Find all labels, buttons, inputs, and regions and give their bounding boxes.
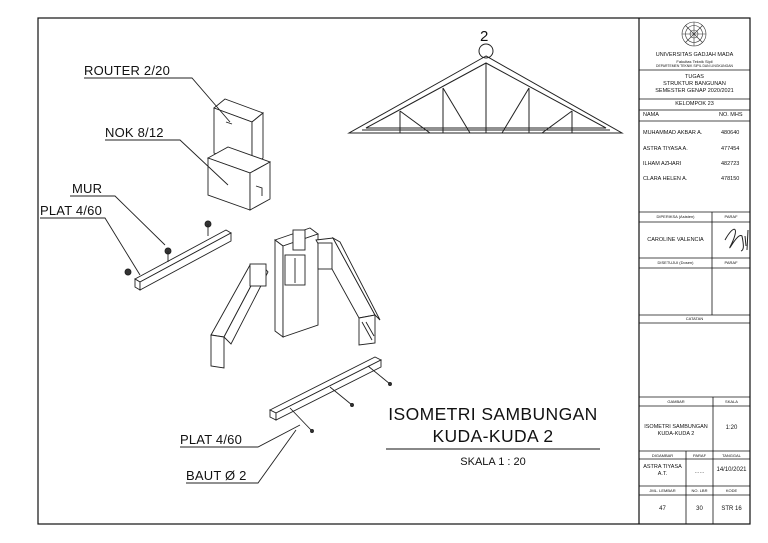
paraf-dots: …… (694, 469, 705, 475)
label-plat-bottom: PLAT 4/60 (180, 432, 243, 447)
checker-name: CAROLINE VALENCIA (647, 237, 704, 243)
drawing-name-line2: KUDA-KUDA 2 (657, 431, 695, 437)
department-name: DEPARTEMEN TEKNIK SIPIL DAN LINGKUNGAN (656, 64, 733, 68)
title-block-grid (639, 69, 750, 524)
group-label: KELOMPOK 23 (675, 101, 714, 107)
notes-label: CATATAN (685, 316, 704, 321)
approved-by-label: DISETUJUI (Dosen) (657, 260, 694, 265)
paraf-label: PARAF (692, 453, 707, 458)
code-value: STR 16 (721, 506, 742, 512)
task-line2: STRUKTUR BANGUNAN (663, 81, 726, 87)
detail-number: 2 (480, 28, 489, 45)
drawing-title-line1: ISOMETRI SAMBUNGAN (388, 404, 598, 424)
date-label: TANGGAL (722, 453, 741, 458)
sheets-label: JML. LEMBAR (649, 488, 676, 493)
left-strut (210, 263, 269, 369)
label-baut: BAUT Ø 2 (186, 468, 247, 483)
task-line1: TUGAS (685, 74, 704, 80)
detail-circle (478, 43, 494, 59)
member-id: 477454 (721, 146, 740, 152)
drawer-line2: A.T. (657, 471, 668, 477)
paraf-label: PARAF (724, 260, 738, 265)
member-id: 482723 (721, 161, 740, 167)
scale-value: 1:20 (725, 425, 738, 431)
sheet-border (37, 17, 751, 525)
sheets-value: 47 (659, 506, 666, 512)
right-strut (315, 236, 381, 346)
king-post (274, 227, 319, 338)
top-plate (124, 220, 232, 291)
university-seal (681, 21, 707, 47)
label-plat-top: PLAT 4/60 (40, 203, 103, 218)
nok-part (206, 146, 272, 211)
checked-by-label: DIPERIKSA (Asisten) (656, 214, 695, 219)
leader-lines (40, 77, 301, 484)
scale-label: SKALA (725, 399, 738, 404)
member-name: CLARA HELEN A. (643, 176, 688, 182)
col-name: NAMA (643, 112, 659, 118)
code-label: KODE (725, 488, 738, 493)
drawing-name-line1: ISOMETRI SAMBUNGAN (644, 424, 708, 430)
drawing-scale: SKALA 1 : 20 (460, 456, 526, 468)
paraf-label: PARAF (724, 214, 738, 219)
member-name: ILHAM AZHARI (643, 161, 682, 167)
drawn-by-label: DIGAMBAR (651, 453, 674, 458)
checker-signature (724, 228, 749, 252)
drawing-title-line2: KUDA-KUDA 2 (432, 426, 554, 446)
faculty-name: Fakultas Teknik Sipil (676, 59, 713, 64)
sheet-no-label: NO. LBR (691, 488, 708, 493)
label-router: ROUTER 2/20 (84, 63, 171, 78)
university-name: UNIVERSITAS GADJAH MADA (655, 52, 734, 58)
label-mur: MUR (72, 181, 103, 196)
date-value: 14/10/2021 (716, 467, 747, 473)
member-id: 480640 (721, 130, 740, 136)
roof-truss (347, 43, 624, 134)
member-id: 478150 (721, 176, 740, 182)
col-id: NO. MHS (719, 112, 743, 118)
member-name: ASTRA TIYASA A. (643, 146, 688, 152)
drawing-label: GAMBAR (667, 399, 685, 404)
drawer-line1: ASTRA TIYASA (643, 464, 682, 470)
member-name: MUHAMMAD AKBAR A. (643, 130, 703, 136)
sheet-no-value: 30 (696, 506, 703, 512)
label-nok: NOK 8/12 (105, 125, 164, 140)
bottom-plate (268, 356, 392, 433)
task-line3: SEMESTER GENAP 2020/2021 (655, 88, 734, 94)
